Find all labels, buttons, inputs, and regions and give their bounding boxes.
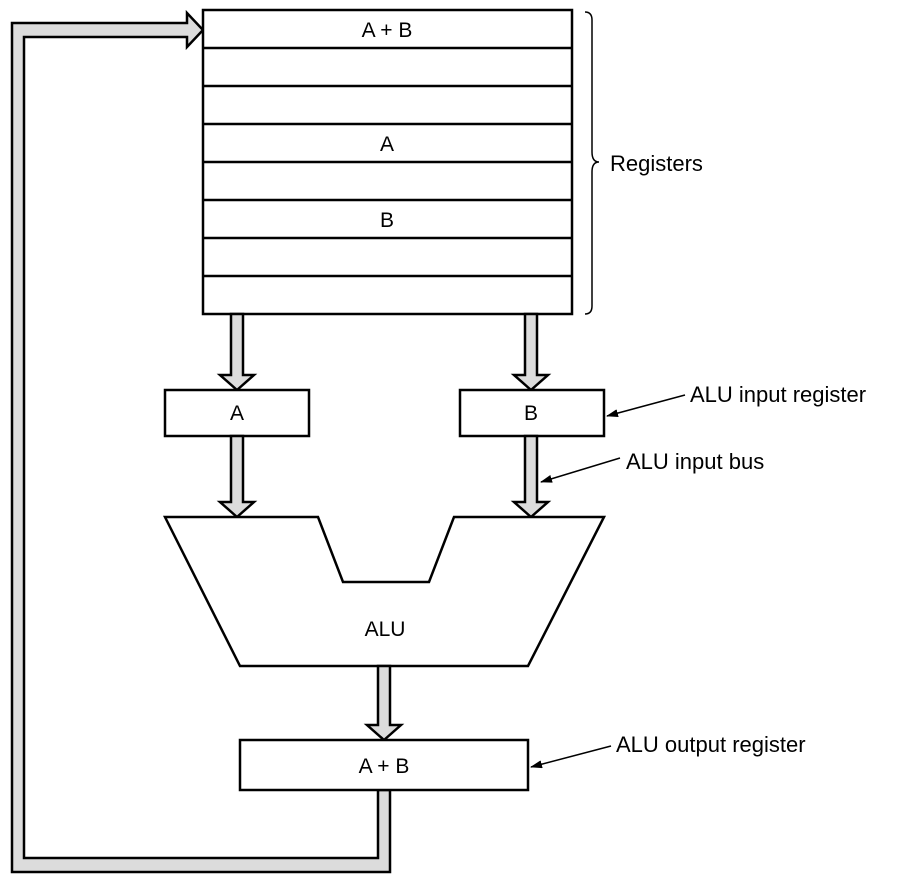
alu-input-bus-b xyxy=(510,434,552,519)
alu-shape xyxy=(162,515,607,668)
leader-arrow-input-bus xyxy=(540,457,621,483)
alu-input-register-a-label: A xyxy=(230,402,244,425)
alu-input-register-b xyxy=(458,388,606,438)
registers-label: Registers xyxy=(610,151,703,176)
alu-output-register xyxy=(238,738,530,792)
register-row-3: A xyxy=(380,133,394,156)
leader-arrow-input-register xyxy=(606,394,686,418)
register-row-5: B xyxy=(380,209,394,232)
leader-arrow-output-register xyxy=(530,745,612,769)
annotation-alu-input-register: ALU input register xyxy=(690,382,866,407)
annotation-alu-output-register: ALU output register xyxy=(616,732,806,757)
alu-output-bus xyxy=(363,664,405,742)
register-file: A + B A B xyxy=(201,8,574,316)
alu-input-bus-a xyxy=(216,434,258,519)
annotation-alu-input-bus: ALU input bus xyxy=(626,449,764,474)
bus-arrow-reg-to-b xyxy=(510,312,552,392)
alu-input-register-b-label: B xyxy=(524,402,538,425)
registers-brace xyxy=(584,11,600,315)
alu-label: ALU xyxy=(365,618,406,641)
register-row-0: A + B xyxy=(362,19,413,42)
alu-output-register-label: A + B xyxy=(359,755,410,778)
bus-arrow-reg-to-a xyxy=(216,312,258,392)
feedback-bus-arrow xyxy=(10,9,392,874)
